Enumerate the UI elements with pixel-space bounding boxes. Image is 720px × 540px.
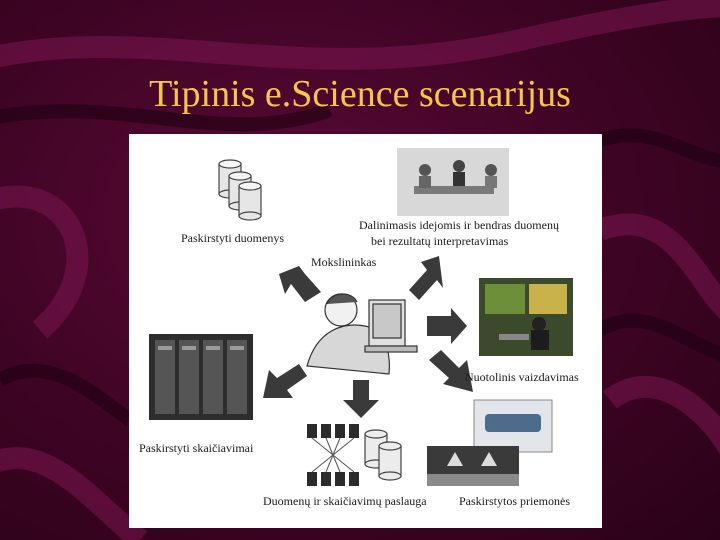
scientist-icon (306, 293, 418, 375)
arrow-to-data-compute-service (343, 380, 379, 418)
label-idea-sharing-line1: Dalinimasis idejomis ir bendras duomenų (359, 218, 559, 232)
meeting-people-icon (397, 148, 509, 216)
network-service-icon (307, 424, 402, 486)
server-racks-icon (149, 334, 253, 420)
arrow-to-idea-sharing (409, 256, 443, 300)
slide-title: Tipinis e.Science scenarijus (149, 73, 571, 115)
label-distributed-data: Paskirstyti duomenys (181, 231, 285, 245)
telescope-instruments-icon (427, 399, 553, 486)
label-idea-sharing-line2: bei rezultatų interpretavimas (371, 234, 509, 248)
arrow-to-distributed-data (279, 266, 321, 302)
label-distributed-computing: Paskirstyti skaičiavimai (139, 441, 254, 455)
arrow-to-remote-visualization (427, 308, 467, 344)
arrow-to-distributed-instruments (429, 350, 473, 392)
arrow-to-distributed-computing (263, 364, 307, 398)
vr-workstation-icon (479, 278, 573, 356)
diagram-panel: Paskirstyti duomenys Dalinimasis idejomi… (129, 134, 602, 528)
label-data-compute-service: Duomenų ir skaičiavimų paslauga (263, 494, 427, 508)
diagram-illustration (149, 148, 573, 486)
label-distributed-instruments: Paskirstytos priemonės (459, 494, 570, 508)
label-remote-visualization: Nuotolinis vaizdavimas (465, 370, 579, 384)
label-scientist: Mokslininkas (311, 255, 377, 269)
database-cylinders-icon (218, 159, 262, 221)
